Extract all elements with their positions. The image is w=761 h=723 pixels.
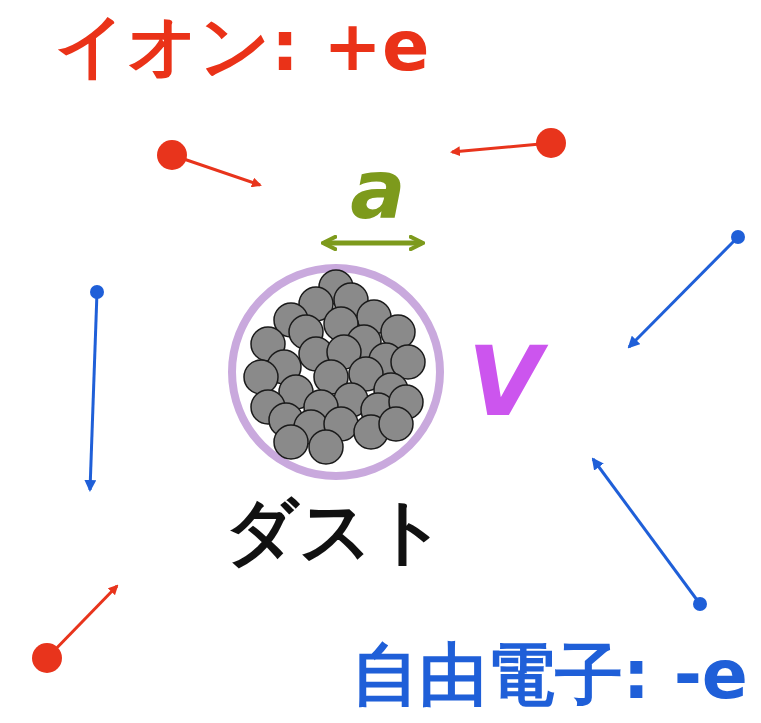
ion-label: イオン: +e bbox=[55, 8, 430, 85]
ion-arrows bbox=[32, 128, 566, 673]
size-label: a bbox=[350, 145, 405, 235]
electron-arrows bbox=[90, 230, 745, 611]
electron-label: 自由電子: -e bbox=[351, 638, 748, 713]
dust-label: ダスト bbox=[215, 492, 457, 571]
volume-label: V bbox=[468, 330, 542, 436]
size-arrow bbox=[324, 241, 422, 246]
dust-grain: ダスト bbox=[215, 262, 457, 571]
dust-outline bbox=[215, 262, 457, 484]
